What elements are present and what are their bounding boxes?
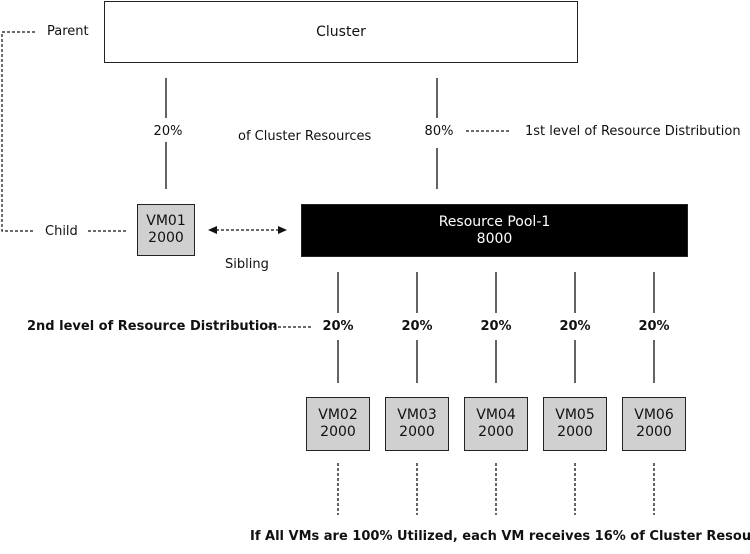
cluster-label: Cluster xyxy=(316,23,366,40)
vm-shares: 2000 xyxy=(399,424,435,440)
share-caption: of Cluster Resources xyxy=(238,129,372,144)
vm-name: VM06 xyxy=(634,407,674,423)
vm-share: 20% xyxy=(401,319,433,334)
vm-name: VM03 xyxy=(397,407,437,423)
child-label: Child xyxy=(45,224,78,239)
pool-share: 80% xyxy=(424,124,454,139)
pool-shares: 8000 xyxy=(476,230,513,247)
vm-box: VM03 2000 xyxy=(385,397,449,451)
vm-shares: 2000 xyxy=(320,424,356,440)
vm-box: VM05 2000 xyxy=(543,397,607,451)
vm-name: VM01 xyxy=(146,213,186,229)
vm-share: 20% xyxy=(638,319,670,334)
vm-name: VM04 xyxy=(476,407,516,423)
level2-label: 2nd level of Resource Distribution xyxy=(27,319,278,334)
pool-name: Resource Pool-1 xyxy=(438,213,551,230)
vm01-share: 20% xyxy=(153,124,183,139)
vm-shares: 2000 xyxy=(478,424,514,440)
vm-share: 20% xyxy=(480,319,512,334)
level1-label: 1st level of Resource Distribution xyxy=(525,124,741,139)
vm01-box: VM01 2000 xyxy=(137,204,195,256)
vm-box: VM02 2000 xyxy=(306,397,370,451)
vm-name: VM05 xyxy=(555,407,595,423)
vm-share: 20% xyxy=(559,319,591,334)
vm-name: VM02 xyxy=(318,407,358,423)
parent-label: Parent xyxy=(47,24,89,39)
footer-note: If All VMs are 100% Utilized, each VM re… xyxy=(250,529,750,544)
vm-shares: 2000 xyxy=(636,424,672,440)
cluster-box: Cluster xyxy=(104,1,578,63)
sibling-label: Sibling xyxy=(225,257,269,272)
vm-shares: 2000 xyxy=(148,230,184,246)
vm-shares: 2000 xyxy=(557,424,593,440)
resource-pool-box: Resource Pool-1 8000 xyxy=(301,204,688,257)
vm-share: 20% xyxy=(322,319,354,334)
vm-box: VM06 2000 xyxy=(622,397,686,451)
vm-box: VM04 2000 xyxy=(464,397,528,451)
